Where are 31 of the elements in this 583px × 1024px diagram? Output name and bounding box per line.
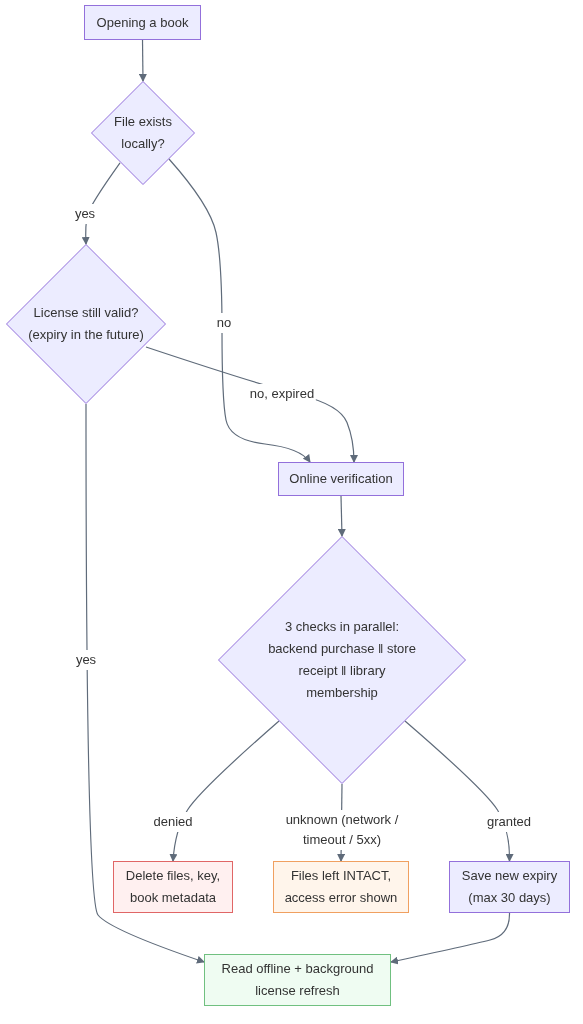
node-text: License still valid? (expiry in the future) — [27, 304, 145, 344]
process-box — [204, 954, 391, 1006]
node-text: Online verification — [288, 470, 394, 488]
node-text: Files left INTACT, access error shown — [283, 867, 399, 907]
arrow — [169, 720, 280, 862]
arrow — [138, 39, 147, 82]
decision-diamond — [218, 536, 466, 784]
arrow — [404, 720, 514, 862]
arrow — [337, 495, 346, 537]
decision-diamond — [91, 81, 195, 185]
arrow — [168, 158, 311, 463]
process-box — [449, 861, 570, 913]
edge-label: no — [214, 313, 234, 333]
edge-label: no, expired — [247, 384, 317, 404]
process-box — [84, 5, 201, 40]
edge-label: yes — [72, 204, 98, 224]
arrow — [390, 912, 511, 965]
edge-label: yes — [73, 650, 99, 670]
decision-diamond — [6, 244, 166, 404]
edge-label: granted — [484, 812, 534, 832]
edge-label: denied — [151, 812, 195, 832]
process-box — [278, 462, 404, 496]
node-text: Save new expiry (max 30 days) — [460, 867, 559, 907]
process-box — [113, 861, 233, 913]
node-text: Read offline + background license refresh — [220, 960, 375, 1000]
process-box — [273, 861, 409, 913]
node-text: File exists locally? — [113, 113, 173, 153]
node-text: Opening a book — [95, 13, 190, 32]
node-text: 3 checks in parallel: backend purchase ‖ store receipt ‖ library membership — [267, 618, 417, 702]
arrow — [85, 403, 205, 964]
node-text: Delete files, key, book metadata — [124, 867, 222, 907]
